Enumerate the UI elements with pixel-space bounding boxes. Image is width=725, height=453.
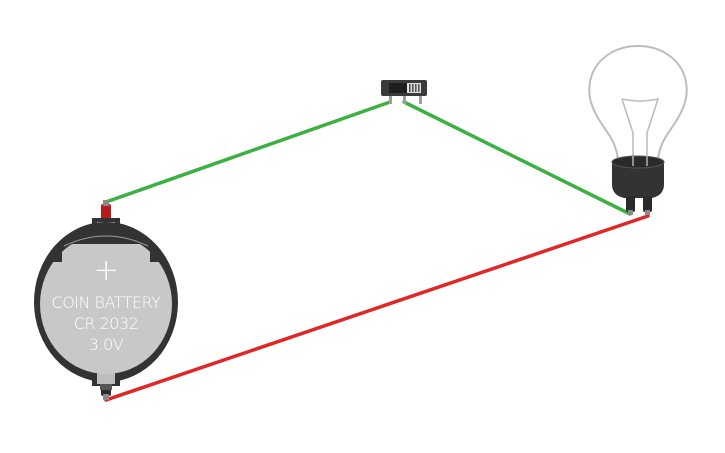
battery-label-line3: 3.0V (89, 335, 124, 354)
battery-label-line2: CR 2032 (74, 314, 139, 333)
positive-terminal-tip (103, 200, 109, 206)
wire-battery-positive-to-switch[interactable] (104, 100, 392, 204)
wire-battery-negative-to-bulb[interactable] (104, 214, 650, 402)
wires (104, 100, 650, 402)
battery-plus-symbol: + (94, 253, 119, 288)
switch-track (389, 83, 421, 93)
bulb-filament (621, 97, 660, 162)
bulb-pin-left[interactable] (626, 196, 635, 212)
coin-battery[interactable]: + COIN BATTERY CR 2032 3.0V (34, 200, 178, 400)
light-bulb[interactable] (588, 44, 688, 215)
switch-slider[interactable] (407, 83, 421, 93)
coin-cell (40, 234, 172, 374)
negative-terminal-tip (103, 394, 109, 400)
wire-switch-to-bulb[interactable] (402, 100, 632, 216)
bulb-base (612, 162, 664, 198)
bulb-pin-right[interactable] (643, 196, 652, 212)
battery-positive-terminal[interactable] (101, 204, 111, 220)
bulb-glass (588, 44, 688, 161)
slide-switch[interactable] (381, 80, 427, 104)
battery-label-line1: COIN BATTERY (52, 293, 162, 312)
